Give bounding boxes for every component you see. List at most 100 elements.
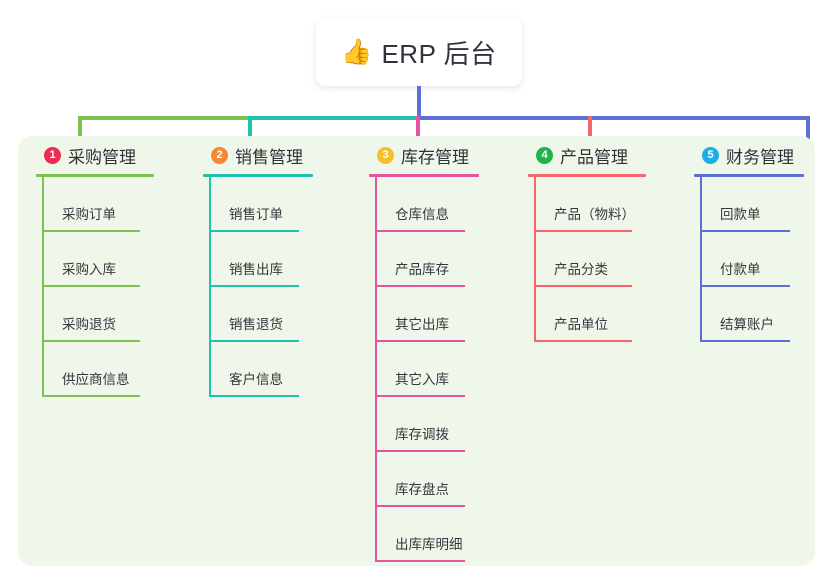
tree-item-rule xyxy=(534,340,632,342)
tree-item-label: 客户信息 xyxy=(229,372,283,387)
tree-item-label: 仓库信息 xyxy=(395,207,449,222)
tree-item[interactable]: 出库库明细 xyxy=(369,507,479,562)
tree-item[interactable]: 供应商信息 xyxy=(36,342,154,397)
tree-item[interactable]: 产品库存 xyxy=(369,232,479,287)
tree-item-rule xyxy=(700,340,790,342)
tree-item-rule xyxy=(700,230,790,232)
tree-item[interactable]: 销售出库 xyxy=(203,232,313,287)
column-header-rule xyxy=(369,174,479,177)
tree-item-label: 产品单位 xyxy=(554,317,608,332)
tree-item[interactable]: 销售退货 xyxy=(203,287,313,342)
tree-item-label: 销售出库 xyxy=(229,262,283,277)
tree-item-rule xyxy=(375,395,465,397)
column-财务管理: 5 财务管理回款单付款单结算账户 xyxy=(694,142,804,342)
tree-item-rule xyxy=(42,395,140,397)
column-title: 财务管理 xyxy=(726,147,794,167)
column-title: 采购管理 xyxy=(68,147,136,167)
tree-item[interactable]: 库存调拨 xyxy=(369,397,479,452)
tree-item-rule xyxy=(534,230,632,232)
tree-item-label: 出库库明细 xyxy=(395,537,463,552)
tree-item[interactable]: 其它入库 xyxy=(369,342,479,397)
root-title: ERP 后台 xyxy=(381,39,497,69)
column-spine xyxy=(375,177,377,562)
column-title: 产品管理 xyxy=(560,147,628,167)
tree-item-rule xyxy=(209,340,299,342)
tree-item-label: 库存调拨 xyxy=(395,427,449,442)
thumbs-up-icon: 👍 xyxy=(341,38,373,66)
column-title: 库存管理 xyxy=(401,147,469,167)
tree-item[interactable]: 结算账户 xyxy=(694,287,804,342)
column-number-badge: 5 xyxy=(702,146,719,164)
tree-item-label: 采购订单 xyxy=(62,207,116,222)
tree-item-label: 其它出库 xyxy=(395,317,449,332)
tree-item[interactable]: 采购退货 xyxy=(36,287,154,342)
column-库存管理: 3 库存管理仓库信息产品库存其它出库其它入库库存调拨库存盘点出库库明细 xyxy=(369,142,479,562)
branch-panel xyxy=(18,136,815,566)
tree-item[interactable]: 销售订单 xyxy=(203,177,313,232)
tree-item-rule xyxy=(375,505,465,507)
tree-item[interactable]: 客户信息 xyxy=(203,342,313,397)
tree-item-label: 结算账户 xyxy=(720,317,774,332)
column-销售管理: 2 销售管理销售订单销售出库销售退货客户信息 xyxy=(203,142,313,397)
column-number-badge: 2 xyxy=(211,146,228,164)
column-header-rule xyxy=(36,174,154,177)
column-header-rule xyxy=(528,174,646,177)
column-header-5[interactable]: 5 财务管理 xyxy=(694,142,804,168)
column-items: 产品（物料） 产品分类产品单位 xyxy=(528,177,646,342)
column-number-badge: 3 xyxy=(377,146,394,164)
tree-item-label: 采购入库 xyxy=(62,262,116,277)
tree-item[interactable]: 仓库信息 xyxy=(369,177,479,232)
tree-item-rule xyxy=(375,340,465,342)
column-spine xyxy=(209,177,211,397)
tree-item-rule xyxy=(375,450,465,452)
tree-item[interactable]: 采购入库 xyxy=(36,232,154,287)
tree-item-label: 供应商信息 xyxy=(62,372,130,387)
tree-item[interactable]: 产品分类 xyxy=(528,232,646,287)
tree-item-label: 付款单 xyxy=(720,262,761,277)
tree-item-label: 采购退货 xyxy=(62,317,116,332)
column-items: 回款单付款单结算账户 xyxy=(694,177,804,342)
tree-item[interactable]: 回款单 xyxy=(694,177,804,232)
column-spine xyxy=(700,177,702,342)
tree-item-label: 产品库存 xyxy=(395,262,449,277)
tree-item-rule xyxy=(375,560,465,562)
tree-item-label: 产品分类 xyxy=(554,262,608,277)
column-header-rule xyxy=(203,174,313,177)
column-title: 销售管理 xyxy=(235,147,303,167)
tree-item-rule xyxy=(700,285,790,287)
tree-item-label: 销售退货 xyxy=(229,317,283,332)
tree-item-label: 其它入库 xyxy=(395,372,449,387)
tree-item[interactable]: 产品单位 xyxy=(528,287,646,342)
tree-item-label: 产品（物料） xyxy=(554,207,635,222)
tree-item-label: 回款单 xyxy=(720,207,761,222)
tree-item-rule xyxy=(375,230,465,232)
column-items: 仓库信息产品库存其它出库其它入库库存调拨库存盘点出库库明细 xyxy=(369,177,479,562)
tree-item-rule xyxy=(375,285,465,287)
tree-item[interactable]: 库存盘点 xyxy=(369,452,479,507)
column-spine xyxy=(534,177,536,342)
tree-item-rule xyxy=(209,230,299,232)
tree-item-rule xyxy=(209,285,299,287)
tree-item-rule xyxy=(534,285,632,287)
column-header-3[interactable]: 3 库存管理 xyxy=(369,142,479,168)
root-node-card[interactable]: 👍 ERP 后台 xyxy=(316,19,522,86)
column-items: 销售订单销售出库销售退货客户信息 xyxy=(203,177,313,397)
tree-item-rule xyxy=(42,340,140,342)
column-spine xyxy=(42,177,44,397)
column-header-2[interactable]: 2 销售管理 xyxy=(203,142,313,168)
tree-item-rule xyxy=(42,230,140,232)
tree-item[interactable]: 采购订单 xyxy=(36,177,154,232)
tree-item[interactable]: 其它出库 xyxy=(369,287,479,342)
column-items: 采购订单采购入库采购退货供应商信息 xyxy=(36,177,154,397)
tree-item[interactable]: 付款单 xyxy=(694,232,804,287)
tree-item[interactable]: 产品（物料） xyxy=(528,177,646,232)
tree-item-label: 销售订单 xyxy=(229,207,283,222)
tree-item-rule xyxy=(209,395,299,397)
column-header-rule xyxy=(694,174,804,177)
tree-item-rule xyxy=(42,285,140,287)
